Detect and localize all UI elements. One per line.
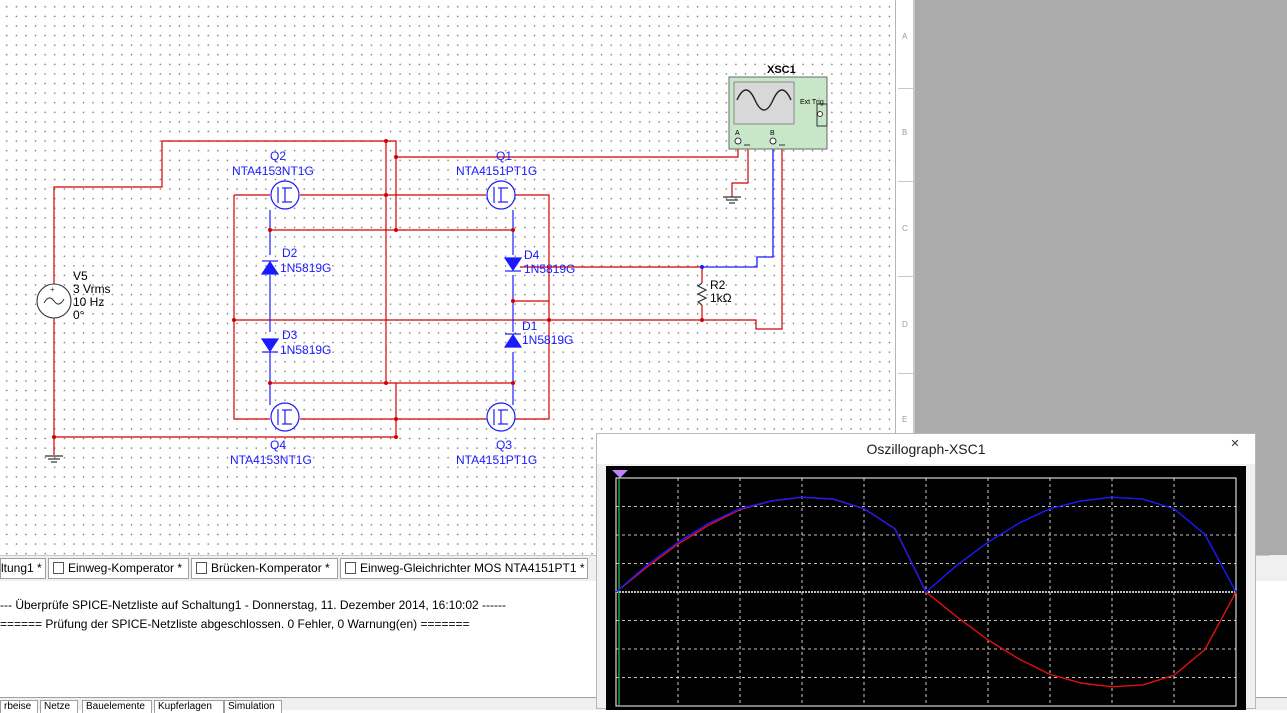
channel-b-trace <box>615 496 1237 594</box>
tab-bruecken-komperator[interactable]: Brücken-Komperator * <box>191 558 338 579</box>
diode-d4-ref: D4 <box>524 248 540 262</box>
close-icon: ✕ <box>1230 438 1240 450</box>
scope-pin-b-label: B <box>770 130 775 137</box>
mosfet-q1-part: NTA4151PT1G <box>456 164 537 178</box>
tab-bauelemente[interactable]: Bauelemente <box>82 700 152 713</box>
window-title: Oszillograph-XSC1 <box>597 434 1255 464</box>
ruler-letter: C <box>902 224 908 233</box>
tab-kupferlagen[interactable]: Kupferlagen <box>154 700 224 713</box>
diode-d2-symbol[interactable] <box>260 260 280 275</box>
source-name: V5 <box>73 269 88 283</box>
wire[interactable] <box>53 140 386 284</box>
diode-d3-symbol[interactable] <box>260 338 280 353</box>
resistor-ref: R2 <box>710 278 726 292</box>
diode-d1-ref: D1 <box>522 319 538 333</box>
svg-text:+: + <box>50 285 55 294</box>
diode-d4-symbol[interactable] <box>503 257 523 272</box>
ruler-letter: D <box>902 320 908 329</box>
tab-ergebnisse[interactable]: rbeise <box>0 700 38 713</box>
tab-schaltung1[interactable]: ltung1 * <box>0 558 46 579</box>
resistor-r2-symbol[interactable] <box>696 282 708 306</box>
oscilloscope-screen[interactable] <box>606 466 1246 710</box>
junction-dot <box>700 265 704 269</box>
sheet-border-ruler: A B C D E <box>895 0 916 555</box>
ac-source-symbol[interactable]: + <box>36 283 72 319</box>
mosfet-q2-ref: Q2 <box>270 149 286 163</box>
log-line: ====== Prüfung der SPICE-Netzliste abges… <box>0 617 470 631</box>
mosfet-q4-ref: Q4 <box>270 438 286 452</box>
diode-d2-ref: D2 <box>282 246 298 260</box>
tab-label: Einweg-Gleichrichter MOS NTA4151PT1 * <box>360 561 585 575</box>
mosfet-q1-symbol[interactable] <box>486 180 516 210</box>
wire[interactable] <box>515 194 550 420</box>
mosfet-q4-symbol[interactable] <box>270 402 300 432</box>
diode-d1-symbol[interactable] <box>503 333 523 348</box>
mosfet-q3-symbol[interactable] <box>486 402 516 432</box>
diode-d2-part: 1N5819G <box>280 261 331 275</box>
wire[interactable] <box>386 140 739 158</box>
wire[interactable] <box>702 143 783 330</box>
ruler-letter: B <box>902 128 908 137</box>
oscilloscope-plot <box>612 470 1237 707</box>
tab-einweg-gleichrichter[interactable]: Einweg-Gleichrichter MOS NTA4151PT1 * <box>340 558 588 579</box>
tab-simulation[interactable]: Simulation <box>224 700 282 713</box>
mosfet-q3-ref: Q3 <box>496 438 512 452</box>
tab-label: ltung1 * <box>1 561 42 575</box>
scope-waveform-icon <box>736 89 792 111</box>
wire[interactable] <box>233 195 270 420</box>
scope-ext-trig-label: Ext Trig <box>800 99 824 106</box>
scope-instrument[interactable] <box>728 76 828 150</box>
close-button[interactable]: ✕ <box>1215 434 1255 456</box>
tab-label: Einweg-Komperator * <box>68 561 183 575</box>
diode-d4-part: 1N5819G <box>524 262 575 276</box>
mosfet-q1-ref: Q1 <box>496 149 512 163</box>
tab-einweg-komperator[interactable]: Einweg-Komperator * <box>48 558 189 579</box>
log-line: --- Überprüfe SPICE-Netzliste auf Schalt… <box>0 598 507 612</box>
wire-group <box>53 140 783 455</box>
schematic-file-icon <box>53 562 64 574</box>
schematic-file-icon <box>196 562 207 574</box>
probe-b-wire[interactable] <box>702 143 774 268</box>
tab-scroll-right[interactable] <box>1270 555 1287 580</box>
source-phase: 0° <box>73 308 85 322</box>
junction-dots <box>52 139 704 439</box>
cursor-marker-icon <box>612 470 628 478</box>
schematic-file-icon <box>345 562 356 574</box>
oscilloscope-window[interactable]: Oszillograph-XSC1 ✕ <box>596 433 1256 710</box>
schematic-workspace[interactable]: + V5 3 Vrms 10 Hz 0° Q2 NTA4153NT1G Q1 N… <box>0 0 895 555</box>
scope-ref: XSC1 <box>767 64 796 76</box>
component-leads <box>269 210 514 405</box>
resistor-value: 1kΩ <box>710 291 732 305</box>
mosfet-q2-symbol[interactable] <box>270 180 300 210</box>
scope-pin-a-label: A <box>735 130 740 137</box>
tab-label: Brücken-Komperator * <box>211 561 330 575</box>
ground-icon <box>723 196 741 204</box>
source-frequency: 10 Hz <box>73 295 104 309</box>
ruler-letter: A <box>902 32 908 41</box>
mosfet-q2-part: NTA4153NT1G <box>232 164 314 178</box>
mosfet-q3-part: NTA4151PT1G <box>456 453 537 467</box>
ruler-letter: E <box>902 415 908 424</box>
diode-d3-part: 1N5819G <box>280 343 331 357</box>
diode-d3-ref: D3 <box>282 328 298 342</box>
mosfet-q4-part: NTA4153NT1G <box>230 453 312 467</box>
diode-d1-part: 1N5819G <box>522 333 573 347</box>
source-voltage: 3 Vrms <box>73 282 111 296</box>
tab-netze[interactable]: Netze <box>40 700 78 713</box>
wire[interactable] <box>53 318 397 438</box>
ground-icon <box>45 455 63 463</box>
wire[interactable] <box>731 143 749 197</box>
